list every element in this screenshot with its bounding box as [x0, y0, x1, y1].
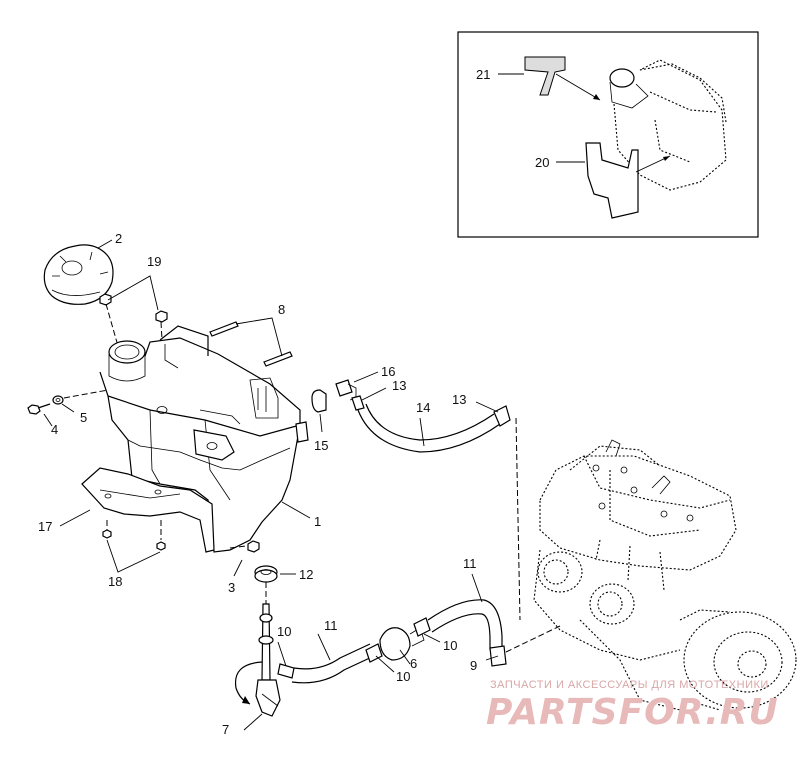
callout-9: 9: [470, 658, 477, 673]
inset-detail: 21 20: [457, 31, 759, 238]
callout-11-right: 11: [463, 556, 477, 571]
callout-10-right: 10: [443, 638, 457, 653]
nuts-19: [99, 275, 168, 323]
engine-reference: [533, 439, 797, 711]
callout-10-left: 10: [277, 624, 291, 639]
callout-10-bottom: 10: [396, 669, 410, 684]
callout-3: 3: [228, 580, 235, 595]
foam-strips-8: [209, 317, 293, 367]
screws-18: [102, 520, 166, 573]
routing-line-upper: [515, 417, 521, 621]
callout-20: 20: [535, 155, 549, 170]
grommet-12: [254, 565, 296, 583]
callout-7: 7: [222, 722, 229, 737]
callout-21: 21: [476, 67, 490, 82]
decal-21: [524, 56, 566, 96]
callout-4: 4: [51, 422, 58, 437]
inset-tank: [609, 59, 727, 191]
callout-6: 6: [410, 656, 417, 671]
watermark-tagline: ЗАПЧАСТИ И АКСЕССУАРЫ ДЛЯ МОТОТЕХНИКИ: [490, 679, 769, 691]
watermark-logo: PARTSFOR.RU: [486, 692, 779, 733]
screw-4-washer-5: [27, 389, 109, 427]
shield-20: [585, 142, 639, 219]
callout-14: 14: [416, 400, 430, 415]
callout-13-right: 13: [452, 392, 466, 407]
callout-11-left: 11: [324, 618, 338, 633]
sensor-7: [234, 582, 281, 731]
heat-shield-17: [81, 467, 215, 553]
callout-15: 15: [314, 438, 328, 453]
callout-16: 16: [381, 364, 395, 379]
callout-17: 17: [38, 519, 52, 534]
callout-19: 19: [147, 254, 161, 269]
routing-line-lower: [505, 625, 561, 653]
callout-5: 5: [80, 410, 87, 425]
callout-1: 1: [314, 514, 321, 529]
callout-12: 12: [299, 567, 313, 582]
coolant-reservoir: [99, 325, 309, 553]
fitting-15: [311, 389, 327, 433]
upper-hose-assembly: [335, 371, 511, 453]
watermark: ЗАПЧАСТИ И АКСЕССУАРЫ ДЛЯ МОТОТЕХНИКИ PA…: [486, 679, 779, 733]
callout-13-left: 13: [392, 378, 406, 393]
callout-2: 2: [115, 231, 122, 246]
inset-frame: [457, 31, 759, 238]
reservoir-cap: [43, 244, 114, 305]
callout-8: 8: [278, 302, 285, 317]
callout-18: 18: [108, 574, 122, 589]
clamp-3: [229, 540, 260, 577]
lower-hose-assembly: [277, 573, 507, 684]
